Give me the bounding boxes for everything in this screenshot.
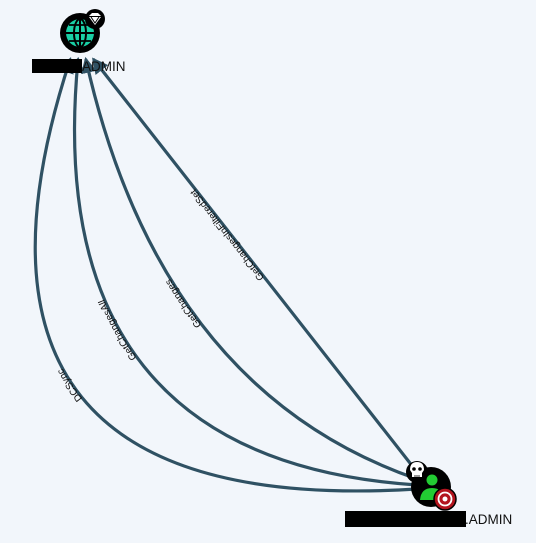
edge-label-getchangesinfilteredset: GetChangesInFilteredSet: [188, 187, 266, 283]
edge-label-getchanges: GetChanges: [163, 277, 204, 330]
domain-node[interactable]: [60, 9, 105, 53]
edge-getchangesinfilteredset[interactable]: GetChangesInFilteredSet: [92, 57, 419, 474]
edge-label-getchangesall: GetChangesAll: [97, 298, 140, 362]
user-node[interactable]: [406, 461, 457, 511]
edge-getchangesall[interactable]: GetChangesAll: [68, 56, 419, 487]
globe-icon: [66, 18, 94, 48]
crown-badge-icon: [85, 9, 105, 29]
edge-label-dcsync: DCSync: [55, 367, 85, 404]
domain-node-label: ADMIN: [82, 59, 126, 74]
skull-icon: [406, 461, 428, 483]
domain-name-redacted: [32, 59, 82, 73]
edge-dcsync[interactable]: DCSync: [33, 56, 419, 493]
target-icon: [433, 487, 457, 511]
user-name-redacted: [345, 511, 466, 527]
user-node-label: .ADMIN: [465, 512, 512, 527]
